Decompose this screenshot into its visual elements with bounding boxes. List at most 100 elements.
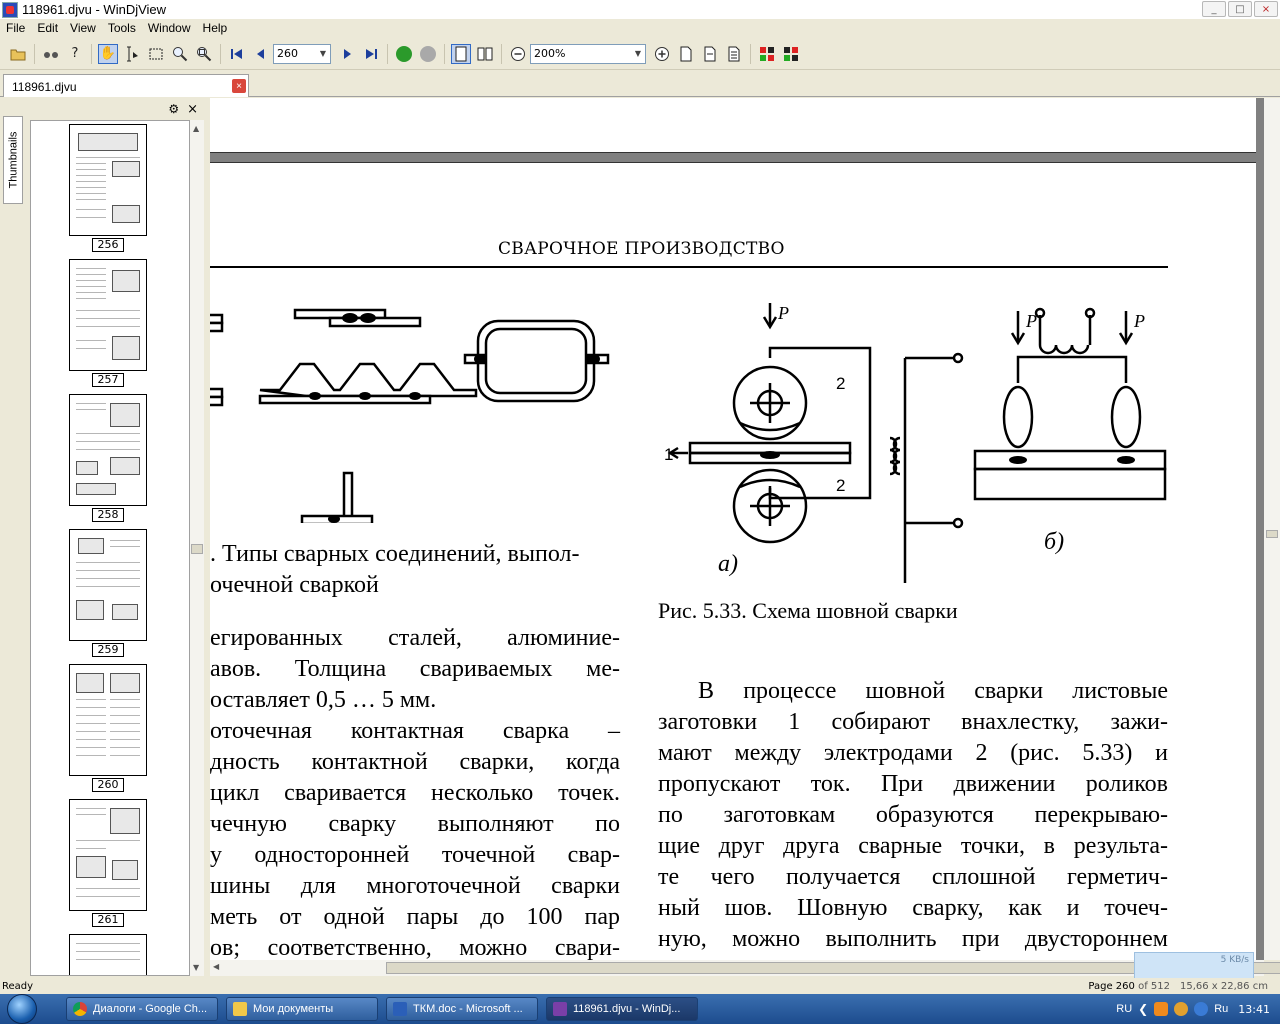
thumbnail-item[interactable]: 257 <box>69 259 147 387</box>
menu-view[interactable]: View <box>70 21 96 35</box>
text-line: цикл сваривается несколько точек. <box>210 780 620 806</box>
close-tab-icon[interactable]: × <box>232 79 246 93</box>
vertical-scroll-thumb[interactable] <box>1266 530 1278 538</box>
thumbnail-item[interactable]: 259 <box>69 529 147 657</box>
header-rule <box>210 266 1168 268</box>
text-line: ную, можно выполнить при двустороннем <box>658 926 1168 952</box>
open-folder-icon[interactable] <box>8 44 28 64</box>
figure-seam-welding: P P P 1 2 2 a) б) <box>664 303 1167 583</box>
text-line: егированных сталей, алюминие- <box>210 625 620 651</box>
close-window-button[interactable]: × <box>1254 1 1278 17</box>
status-page-number: Page 260 <box>1088 980 1135 992</box>
scroll-left-icon[interactable]: ◀ <box>213 962 220 971</box>
menu-edit[interactable]: Edit <box>37 21 59 35</box>
first-page-icon[interactable] <box>227 44 247 64</box>
word-icon <box>393 1002 407 1016</box>
taskbar-item-my-documents[interactable]: Мои документы <box>226 997 378 1021</box>
menu-help[interactable]: Help <box>202 21 228 35</box>
scroll-down-icon[interactable]: ▼ <box>193 963 200 972</box>
text-line: ов; соответственно, можно свари- <box>210 935 620 960</box>
thumbnail-list[interactable]: 256 257 258 <box>30 120 190 976</box>
network-speed: 5 KB/s <box>1220 955 1249 965</box>
subfigure-a-label: a) <box>718 551 738 577</box>
display-mode-color-icon[interactable] <box>757 44 777 64</box>
fit-width-icon[interactable] <box>700 44 720 64</box>
media-player-icon[interactable] <box>1154 1002 1169 1016</box>
help-icon[interactable]: ? <box>71 46 79 61</box>
zoom-combobox[interactable]: 200% ▼ <box>530 43 646 64</box>
thumbnail-page-image <box>69 799 147 911</box>
thumbnail-item[interactable]: 260 <box>69 664 147 792</box>
thumbnail-page-image <box>69 124 147 236</box>
zoom-rect-icon[interactable] <box>194 44 214 64</box>
rect-select-icon[interactable] <box>146 44 166 64</box>
browser-tray-icon[interactable] <box>1194 1002 1209 1016</box>
next-page-icon[interactable] <box>337 44 357 64</box>
subfigure-b-label: б) <box>1044 529 1064 555</box>
thumbnail-scroll-thumb[interactable] <box>191 544 203 554</box>
text-select-icon[interactable] <box>122 44 142 64</box>
clock[interactable]: 13:41 <box>1238 1002 1270 1016</box>
taskbar-item-label: Диалоги - Google Ch... <box>93 1003 208 1015</box>
vertical-scrollbar[interactable] <box>1264 98 1280 960</box>
text-line: у односторонней точечной свар- <box>210 842 620 868</box>
thumbnail-scrollbar[interactable]: ▲ ▼ <box>190 120 204 976</box>
zoom-tool-icon[interactable] <box>170 44 190 64</box>
page-number-value: 260 <box>277 47 298 60</box>
language-indicator[interactable]: RU <box>1116 1003 1133 1015</box>
thumbnail-item[interactable]: 258 <box>69 394 147 522</box>
menu-window[interactable]: Window <box>147 21 191 35</box>
taskbar-item-label: Мои документы <box>253 1003 334 1015</box>
chevron-left-icon[interactable]: ❮ <box>1138 1002 1149 1016</box>
document-tab-label: 118961.djvu <box>12 80 77 94</box>
thumbnail-page-number: 256 <box>92 238 124 252</box>
toolbar-separator <box>91 43 92 64</box>
facing-pages-icon[interactable] <box>475 44 495 64</box>
text-line: меть от одной пары до 100 пар <box>210 904 620 930</box>
thumbnail-page-image <box>69 394 147 506</box>
taskbar-item-windjview[interactable]: 118961.djvu - WinDj... <box>546 997 698 1021</box>
close-sidebar-icon[interactable]: × <box>187 101 198 117</box>
find-icon[interactable] <box>41 44 61 64</box>
caption-line: очечной сваркой <box>210 572 379 598</box>
tray-app-icon[interactable] <box>1174 1002 1189 1016</box>
start-button[interactable] <box>0 994 44 1024</box>
thumbnails-tab-label: Thumbnails <box>7 131 20 189</box>
thumbnail-page-number: 260 <box>92 778 124 792</box>
scroll-up-icon[interactable]: ▲ <box>193 124 200 133</box>
taskbar-item-word[interactable]: ТКМ.doc - Microsoft ... <box>386 997 538 1021</box>
gear-icon[interactable]: ⚙ <box>168 102 180 116</box>
zoom-in-icon[interactable] <box>652 44 672 64</box>
actual-size-icon[interactable] <box>724 44 744 64</box>
keyboard-layout-indicator[interactable]: Ru <box>1214 1003 1229 1015</box>
display-mode-bw-icon[interactable] <box>781 44 801 64</box>
chevron-down-icon[interactable]: ▼ <box>634 49 642 58</box>
horizontal-scroll-thumb[interactable] <box>386 962 1280 974</box>
toolbar-separator <box>501 43 502 64</box>
menu-tools[interactable]: Tools <box>107 21 136 35</box>
back-icon[interactable] <box>394 44 414 64</box>
thumbnail-item[interactable] <box>69 934 147 975</box>
maximize-button[interactable]: □ <box>1228 1 1252 17</box>
forward-icon[interactable] <box>418 44 438 64</box>
chevron-down-icon[interactable]: ▼ <box>319 49 327 58</box>
single-page-layout-icon[interactable] <box>451 43 471 64</box>
zoom-out-icon[interactable] <box>508 44 528 64</box>
last-page-icon[interactable] <box>361 44 381 64</box>
hand-tool-icon[interactable]: ✋ <box>98 43 118 64</box>
thumbnails-tab[interactable]: Thumbnails <box>3 116 23 204</box>
thumbnail-item[interactable]: 261 <box>69 799 147 927</box>
taskbar-item-chrome[interactable]: Диалоги - Google Ch... <box>66 997 218 1021</box>
thumbnail-item[interactable]: 256 <box>69 124 147 252</box>
caption-line: . Типы сварных соединений, выпол- <box>210 541 580 567</box>
page-number-combobox[interactable]: 260 ▼ <box>273 43 331 64</box>
minimize-button[interactable]: _ <box>1202 1 1226 17</box>
thumbnail-page-number: 261 <box>92 913 124 927</box>
running-head: СВАРОЧНОЕ ПРОИЗВОДСТВО <box>498 239 785 259</box>
document-viewer[interactable]: СВАРОЧНОЕ ПРОИЗВОДСТВО <box>210 98 1264 960</box>
horizontal-scrollbar[interactable]: ◀ <box>210 960 1280 976</box>
document-tab[interactable]: 118961.djvu × <box>3 74 249 97</box>
fit-page-icon[interactable] <box>676 44 696 64</box>
previous-page-icon[interactable] <box>251 44 271 64</box>
menu-file[interactable]: File <box>6 21 26 35</box>
